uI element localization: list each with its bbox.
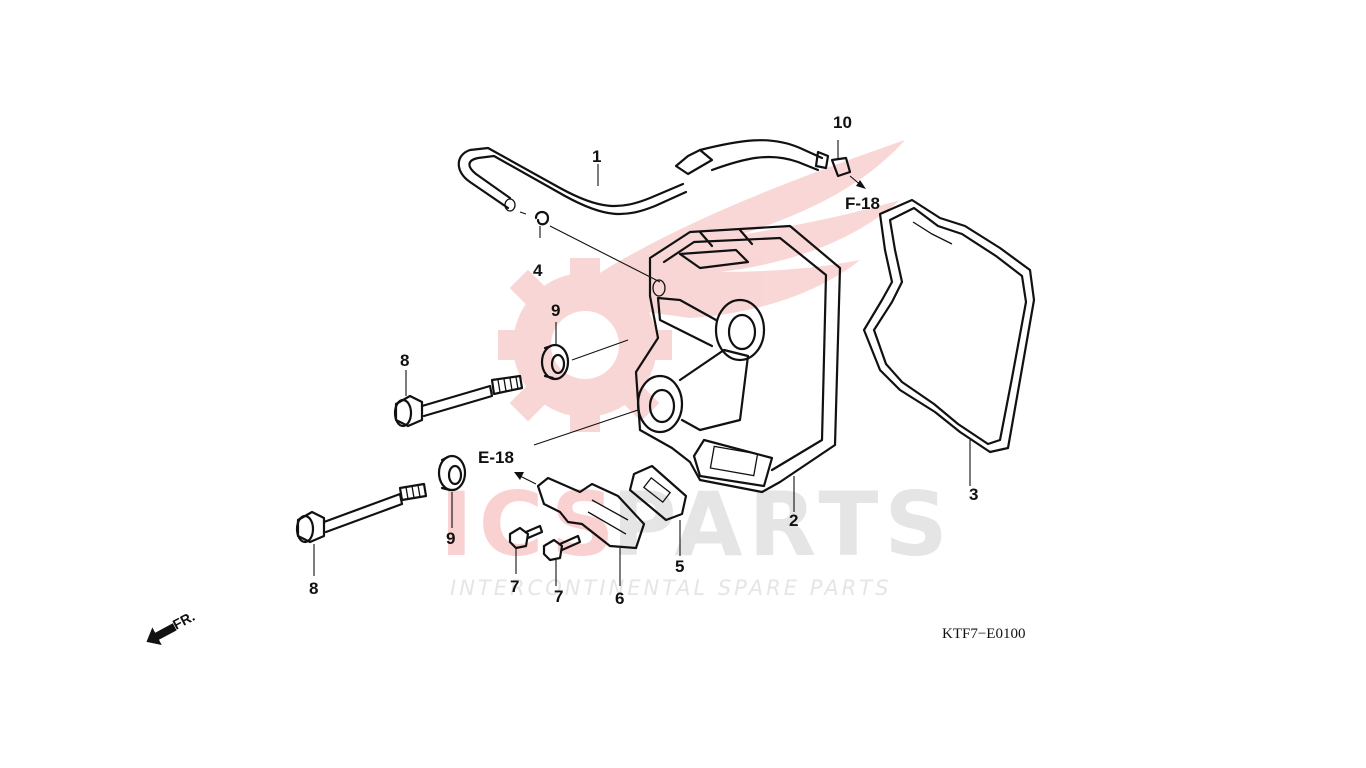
- tube-clip: [519, 210, 661, 283]
- screw-right: [542, 534, 582, 586]
- callout-7-left: 7: [510, 577, 519, 596]
- callout-10: 10: [833, 113, 852, 132]
- gasket: [628, 464, 688, 556]
- flange-bolt-lower: [295, 482, 428, 576]
- callout-9-upper: 9: [551, 301, 560, 320]
- watermark-gear-icon: [498, 258, 672, 432]
- cover-gasket: [862, 198, 1036, 486]
- callout-9-lower: 9: [446, 529, 455, 548]
- screw-left: [508, 524, 544, 574]
- watermark-tagline: INTERCONTINENTAL SPARE PARTS: [450, 576, 891, 600]
- diagram-code: KTF7−E0100: [942, 626, 1025, 642]
- seal-washer-upper: [540, 322, 629, 381]
- callout-8-lower: 8: [309, 579, 318, 598]
- breather-fitting: [514, 472, 646, 586]
- callout-3: 3: [969, 485, 978, 504]
- flange-bolt-upper: [393, 370, 524, 428]
- callout-5: 5: [675, 557, 684, 576]
- reference-f18: F-18: [845, 194, 880, 213]
- reference-e18: E-18: [478, 448, 514, 467]
- leader-lines: [597, 164, 795, 512]
- callout-6: 6: [615, 589, 624, 608]
- callout-4: 4: [533, 261, 543, 280]
- callout-8-upper: 8: [400, 351, 409, 370]
- cylinder-head-cover: [634, 224, 842, 494]
- callout-7-right: 7: [554, 587, 563, 606]
- seal-washer-lower: [437, 409, 639, 528]
- front-direction-arrow-icon: [146, 623, 177, 646]
- watermark: [498, 140, 905, 432]
- breather-tube: [457, 139, 830, 216]
- callout-2: 2: [789, 511, 798, 530]
- callout-1: 1: [592, 147, 601, 166]
- hose-clamp: [830, 140, 866, 189]
- callouts: 1 2 3 4 5 6 7 7 8 8 9 9 10: [309, 113, 978, 608]
- watermark-brand-parts: PARTS: [612, 473, 954, 576]
- watermark-brand-ics: ICS: [440, 473, 620, 576]
